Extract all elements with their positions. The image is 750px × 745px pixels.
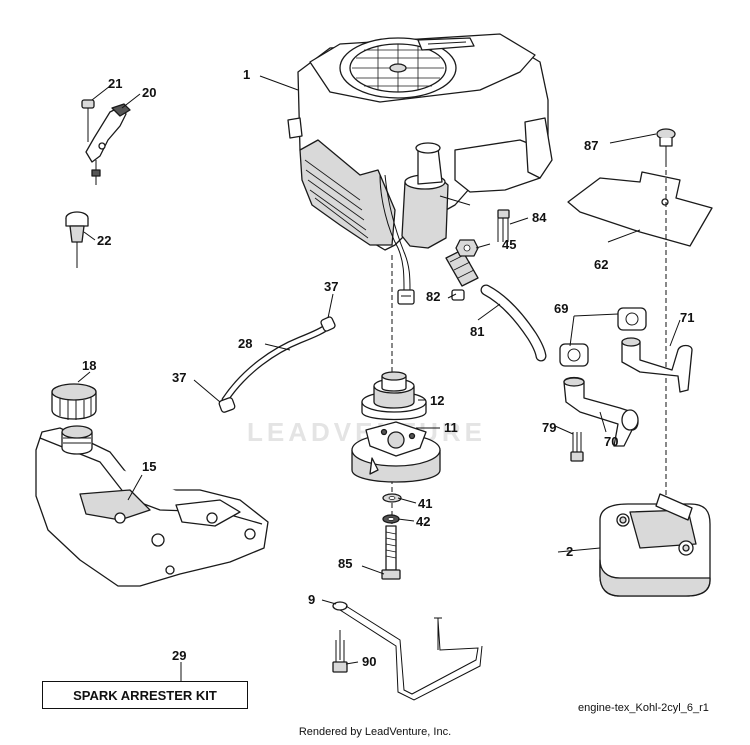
callout-84: 84	[532, 210, 547, 225]
exhaust-pipe-71[interactable]	[621, 337, 693, 393]
gasket-69-b[interactable]	[559, 343, 589, 367]
electric-clutch-11[interactable]	[351, 421, 441, 483]
heat-shield-62[interactable]	[567, 171, 713, 247]
bracket-9[interactable]	[332, 601, 483, 701]
exhaust-pipe-70[interactable]	[563, 376, 639, 447]
diagram-id: engine-tex_Kohl-2cyl_6_r1	[578, 702, 709, 714]
engine-assembly[interactable]	[287, 33, 553, 305]
callout-90: 90	[362, 654, 376, 669]
bolt-90[interactable]	[332, 630, 348, 673]
callout-29: 29	[172, 648, 186, 663]
callout-11: 11	[444, 420, 458, 435]
callout-87: 87	[584, 138, 598, 153]
nut-45[interactable]	[455, 239, 479, 257]
callout-15: 15	[142, 459, 156, 474]
callout-79: 79	[542, 420, 556, 435]
fuel-cap-18[interactable]	[51, 383, 97, 420]
bolt-84[interactable]	[497, 209, 510, 242]
callout-22: 22	[97, 233, 111, 248]
spark-arrester-kit-label[interactable]: SPARK ARRESTER KIT	[42, 681, 248, 709]
callout-9: 9	[308, 592, 315, 607]
callout-1: 1	[243, 67, 250, 82]
callout-37-top: 37	[324, 279, 338, 294]
fuel-shutoff-22[interactable]	[65, 211, 89, 268]
bolt-79[interactable]	[570, 432, 584, 462]
screw-21[interactable]	[81, 99, 95, 142]
callout-70: 70	[604, 434, 618, 449]
callout-18: 18	[82, 358, 96, 373]
callout-21: 21	[108, 76, 122, 91]
hose-81[interactable]	[480, 284, 547, 362]
callout-28: 28	[238, 336, 252, 351]
muffler-2[interactable]	[599, 493, 711, 597]
choke-control-20[interactable]	[85, 103, 131, 185]
callout-20: 20	[142, 85, 156, 100]
fuel-tank-15[interactable]	[35, 425, 269, 587]
clamp-37-top[interactable]	[320, 316, 336, 332]
washer-42[interactable]	[382, 514, 400, 524]
fuel-line-28[interactable]	[221, 322, 332, 404]
callout-71: 71	[680, 310, 694, 325]
callout-45: 45	[502, 237, 516, 252]
gasket-69-a[interactable]	[617, 307, 647, 331]
callout-12: 12	[430, 393, 444, 408]
callout-62: 62	[594, 257, 608, 272]
callout-labels: 1 2 9 11 12 15 18 20 21 22 28 29 37 37 4…	[82, 67, 694, 669]
callout-69: 69	[554, 301, 568, 316]
clamp-37-bottom[interactable]	[218, 397, 236, 413]
bolt-87[interactable]	[656, 128, 676, 162]
callout-2: 2	[566, 544, 573, 559]
callout-41: 41	[418, 496, 432, 511]
callout-82: 82	[426, 289, 440, 304]
fuel-filter-82[interactable]	[445, 249, 479, 301]
washer-41[interactable]	[382, 493, 402, 503]
callout-37-bottom: 37	[172, 370, 186, 385]
callout-81: 81	[470, 324, 484, 339]
footer-credit: Rendered by LeadVenture, Inc.	[298, 726, 452, 738]
callout-42: 42	[416, 514, 430, 529]
leader-lines	[77, 75, 681, 681]
callout-85: 85	[338, 556, 352, 571]
pulley-12[interactable]	[361, 371, 427, 421]
bolt-85[interactable]	[381, 525, 401, 580]
